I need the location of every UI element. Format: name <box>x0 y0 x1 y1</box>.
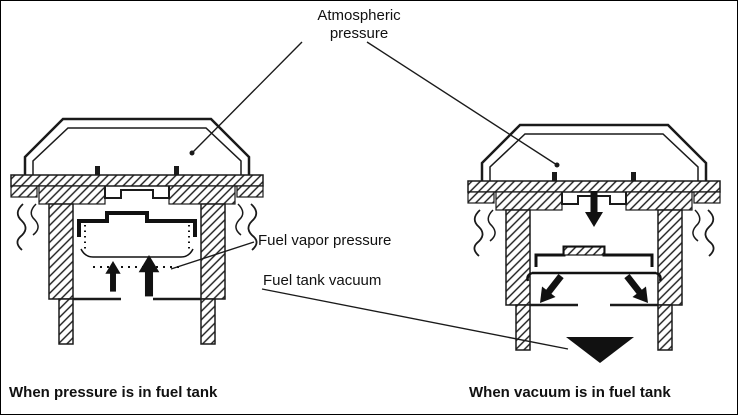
vapor-up-arrow-small <box>105 261 121 292</box>
caption-vacuum-condition: When vacuum is in fuel tank <box>469 384 671 401</box>
left-cap-cross-section <box>9 117 265 346</box>
right-cap-shell <box>466 123 722 352</box>
leader-lines <box>170 41 569 350</box>
leader-dot-right <box>554 162 560 168</box>
airflow-down-right-arrow <box>620 270 655 309</box>
pressure-valve-lifted <box>77 211 197 268</box>
leader-fuel-vapor-pressure <box>170 241 255 270</box>
leader-atmospheric-to-right-cap <box>366 41 558 166</box>
left-cap-shell <box>9 117 265 346</box>
vacuum-flow-triangle <box>566 337 634 363</box>
vapor-up-arrow-large <box>138 255 160 297</box>
label-fuel-vapor-pressure: Fuel vapor pressure <box>258 232 392 249</box>
vacuum-valve-pulled-down <box>526 245 662 282</box>
label-atmospheric-pressure: Atmospheric pressure <box>317 7 401 42</box>
caption-pressure-condition: When pressure is in fuel tank <box>9 384 218 401</box>
right-cap-cross-section <box>466 123 722 363</box>
label-fuel-tank-vacuum: Fuel tank vacuum <box>263 272 382 289</box>
leader-dot-left <box>189 150 195 156</box>
airflow-down-left-arrow <box>533 270 568 309</box>
leader-atmospheric-to-left-cap <box>191 41 303 154</box>
leader-fuel-tank-vacuum <box>261 288 569 350</box>
